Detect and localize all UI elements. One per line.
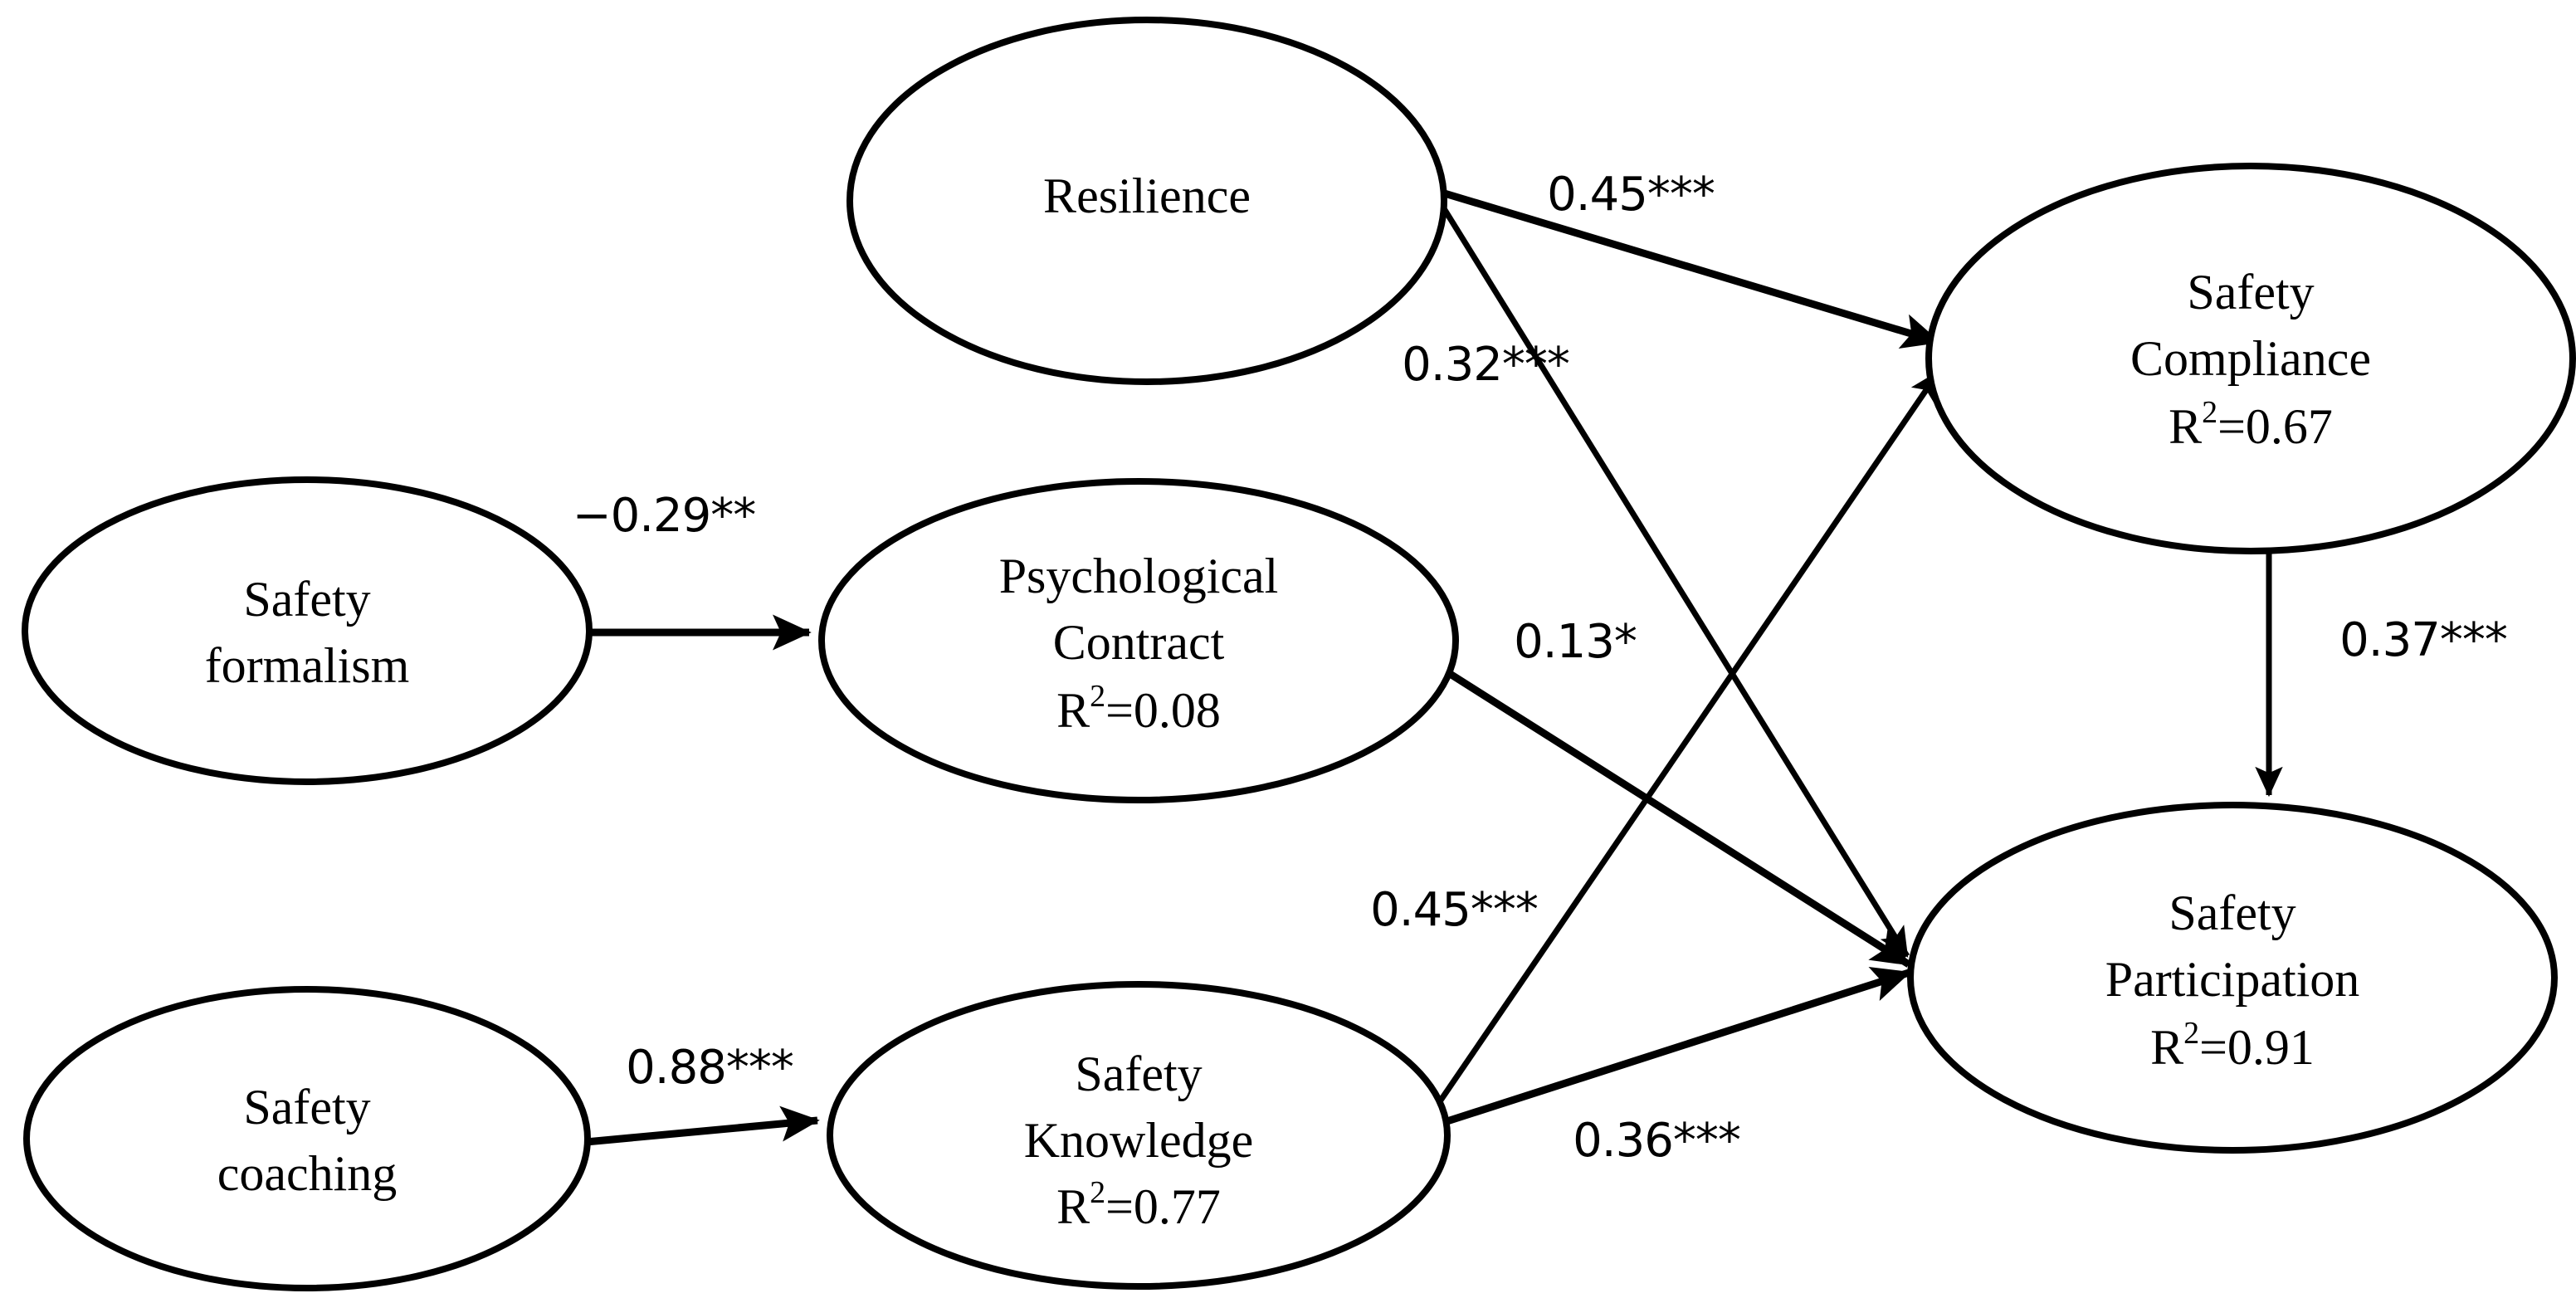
coefficient-resilience-to-compliance: 0.45*** (1547, 168, 1715, 222)
coefficient-label-layer: −0.29** 0.88*** 0.45*** 0.32*** 0.13* 0.… (573, 168, 2508, 1168)
node-safety-compliance-r-squared: R2=0.67 (2169, 395, 2333, 454)
node-safety-participation-shape[interactable] (1907, 802, 2558, 1154)
r-squared-base: R (1056, 683, 1090, 738)
edge-resilience-to-compliance (1429, 185, 1941, 349)
node-safety-coaching-line-2: coaching (217, 1146, 398, 1201)
r-squared-value: =0.91 (2199, 1020, 2315, 1075)
r-squared-value: =0.08 (1105, 683, 1221, 738)
node-safety-compliance-shape[interactable] (1925, 163, 2576, 554)
node-resilience-shape[interactable] (846, 17, 1447, 385)
coefficient-contract-to-participation: 0.13* (1514, 615, 1637, 669)
node-safety-participation[interactable]: Safety Participation R2=0.91 (1907, 802, 2558, 1154)
node-safety-participation-line-2: Participation (2105, 952, 2360, 1007)
coefficient-coaching-to-knowledge: 0.88*** (626, 1041, 793, 1095)
edge-contract-to-participation (1408, 646, 1911, 968)
node-safety-formalism-line-2: formalism (205, 638, 410, 693)
node-safety-knowledge[interactable]: Safety Knowledge R2=0.77 (827, 981, 1451, 1290)
coefficient-knowledge-to-compliance: 0.45*** (1370, 883, 1538, 937)
node-safety-coaching[interactable]: Safety coaching (23, 986, 591, 1291)
r-squared-exponent: 2 (1090, 1175, 1105, 1210)
node-safety-formalism[interactable]: Safety formalism (22, 476, 593, 785)
r-squared-exponent: 2 (2183, 1016, 2199, 1051)
node-safety-formalism-line-1: Safety (243, 572, 370, 627)
edge-layer (585, 185, 2283, 1146)
edge-resilience-to-participation (1432, 191, 1910, 958)
r-squared-base: R (2150, 1020, 2183, 1075)
r-squared-base: R (1056, 1179, 1090, 1234)
node-safety-knowledge-line-1: Safety (1075, 1047, 1202, 1101)
edge-coaching-to-knowledge (585, 1105, 820, 1146)
r-squared-exponent: 2 (1090, 679, 1105, 714)
coefficient-knowledge-to-participation: 0.36*** (1573, 1114, 1740, 1168)
node-safety-compliance[interactable]: Safety Compliance R2=0.67 (1925, 163, 2576, 554)
node-safety-participation-r-squared: R2=0.91 (2150, 1016, 2315, 1075)
node-safety-knowledge-line-2: Knowledge (1024, 1113, 1254, 1168)
node-safety-coaching-line-1: Safety (243, 1080, 370, 1135)
node-resilience-line-1: Resilience (1043, 168, 1251, 223)
coefficient-compliance-to-participation: 0.37*** (2339, 613, 2507, 667)
r-squared-value: =0.67 (2217, 399, 2333, 454)
node-psychological-contract-line-2: Contract (1053, 615, 1225, 670)
node-psychological-contract-r-squared: R2=0.08 (1056, 679, 1221, 738)
node-psychological-contract-shape[interactable] (818, 478, 1459, 803)
node-resilience[interactable]: Resilience (846, 17, 1447, 385)
coefficient-formalism-to-contract: −0.29** (573, 489, 756, 543)
node-safety-compliance-line-1: Safety (2187, 265, 2314, 320)
node-safety-coaching-shape[interactable] (23, 986, 591, 1291)
node-psychological-contract-line-1: Psychological (999, 549, 1279, 603)
node-psychological-contract[interactable]: Psychological Contract R2=0.08 (818, 478, 1459, 803)
r-squared-exponent: 2 (2202, 395, 2217, 430)
node-layer: Safety formalism Safety coaching Resilie… (22, 17, 2576, 1291)
node-safety-knowledge-shape[interactable] (827, 981, 1451, 1290)
edge-knowledge-to-compliance (1423, 370, 1941, 1124)
r-squared-base: R (2169, 399, 2202, 454)
node-safety-compliance-line-2: Compliance (2130, 331, 2371, 386)
node-safety-knowledge-r-squared: R2=0.77 (1056, 1175, 1221, 1234)
node-safety-formalism-shape[interactable] (22, 476, 593, 785)
edge-knowledge-to-participation (1427, 966, 1911, 1131)
node-safety-participation-line-1: Safety (2169, 886, 2295, 940)
r-squared-value: =0.77 (1105, 1179, 1221, 1234)
coefficient-resilience-to-participation: 0.32*** (1402, 338, 1569, 392)
